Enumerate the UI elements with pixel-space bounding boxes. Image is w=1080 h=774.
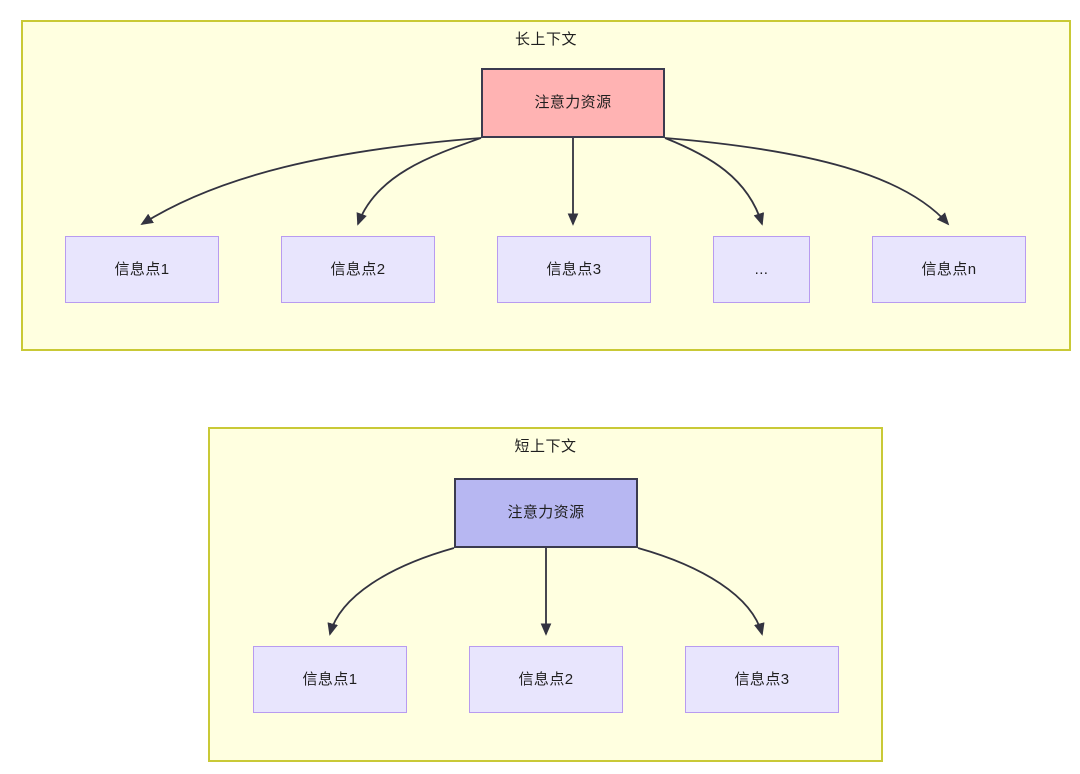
node-label: 信息点1 — [114, 260, 170, 278]
node-label: ... — [754, 260, 769, 278]
node-info-point-n-long[interactable]: 信息点n — [872, 236, 1026, 303]
node-info-point-ellipsis-long[interactable]: ... — [713, 236, 810, 303]
node-label: 信息点1 — [302, 670, 358, 688]
node-info-point-2-short[interactable]: 信息点2 — [469, 646, 623, 713]
node-label: 信息点3 — [546, 260, 602, 278]
node-info-point-2-long[interactable]: 信息点2 — [281, 236, 435, 303]
node-info-point-3-long[interactable]: 信息点3 — [497, 236, 651, 303]
node-label: 注意力资源 — [534, 94, 612, 111]
node-label: 信息点n — [921, 260, 977, 278]
node-label: 信息点2 — [518, 670, 574, 688]
node-attention-resource-long[interactable]: 注意力资源 — [481, 68, 665, 138]
node-info-point-1-short[interactable]: 信息点1 — [253, 646, 407, 713]
node-info-point-1-long[interactable]: 信息点1 — [65, 236, 219, 303]
node-label: 信息点3 — [734, 670, 790, 688]
node-label: 注意力资源 — [507, 504, 585, 521]
node-label: 信息点2 — [330, 260, 386, 278]
node-info-point-3-short[interactable]: 信息点3 — [685, 646, 839, 713]
panel-title-long-context: 长上下文 — [514, 31, 577, 48]
node-attention-resource-short[interactable]: 注意力资源 — [454, 478, 638, 548]
panel-title-short-context: 短上下文 — [514, 438, 577, 455]
